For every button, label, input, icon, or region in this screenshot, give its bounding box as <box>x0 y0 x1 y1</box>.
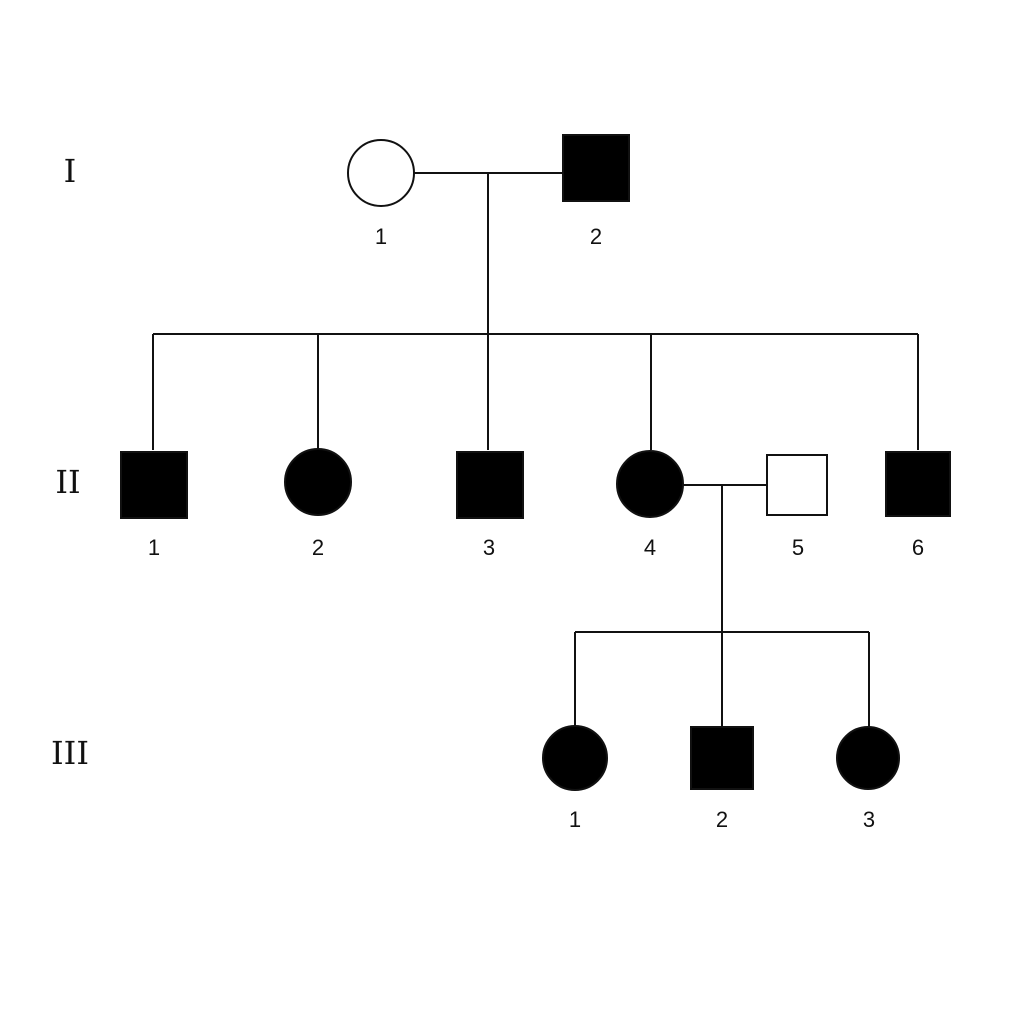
generation-label-2: II <box>55 463 80 501</box>
individual-number-g3-1: 1 <box>569 807 581 832</box>
generation-label-1: I <box>64 152 77 190</box>
individual-number-g3-3: 3 <box>863 807 875 832</box>
individual-g2-2-female-affected <box>284 448 352 516</box>
individual-g2-5-male-unaffected <box>766 454 828 516</box>
individual-g2-3-male-affected <box>456 451 524 519</box>
individual-number-g2-4: 4 <box>644 535 656 560</box>
individual-number-g2-6: 6 <box>912 535 924 560</box>
individual-number-g3-2: 2 <box>716 807 728 832</box>
individual-g3-3-female-affected <box>836 726 900 790</box>
individual-number-g2-1: 1 <box>148 535 160 560</box>
individual-g2-6-male-affected <box>885 451 951 517</box>
individual-number-g2-5: 5 <box>792 535 804 560</box>
pedigree-lines <box>152 172 919 727</box>
individual-number-g2-3: 3 <box>483 535 495 560</box>
individual-g3-1-female-affected <box>542 725 608 791</box>
generation-label-3: III <box>51 734 89 772</box>
individual-g1-1-female-unaffected <box>347 139 415 207</box>
individuals <box>120 134 951 791</box>
individual-g2-1-male-affected <box>120 451 188 519</box>
individual-g1-2-male-affected <box>562 134 630 202</box>
individual-number-g2-2: 2 <box>312 535 324 560</box>
individual-number-g1-1: 1 <box>375 224 387 249</box>
individual-g3-2-male-affected <box>690 726 754 790</box>
individual-g2-4-female-affected <box>616 450 684 518</box>
individual-number-g1-2: 2 <box>590 224 602 249</box>
